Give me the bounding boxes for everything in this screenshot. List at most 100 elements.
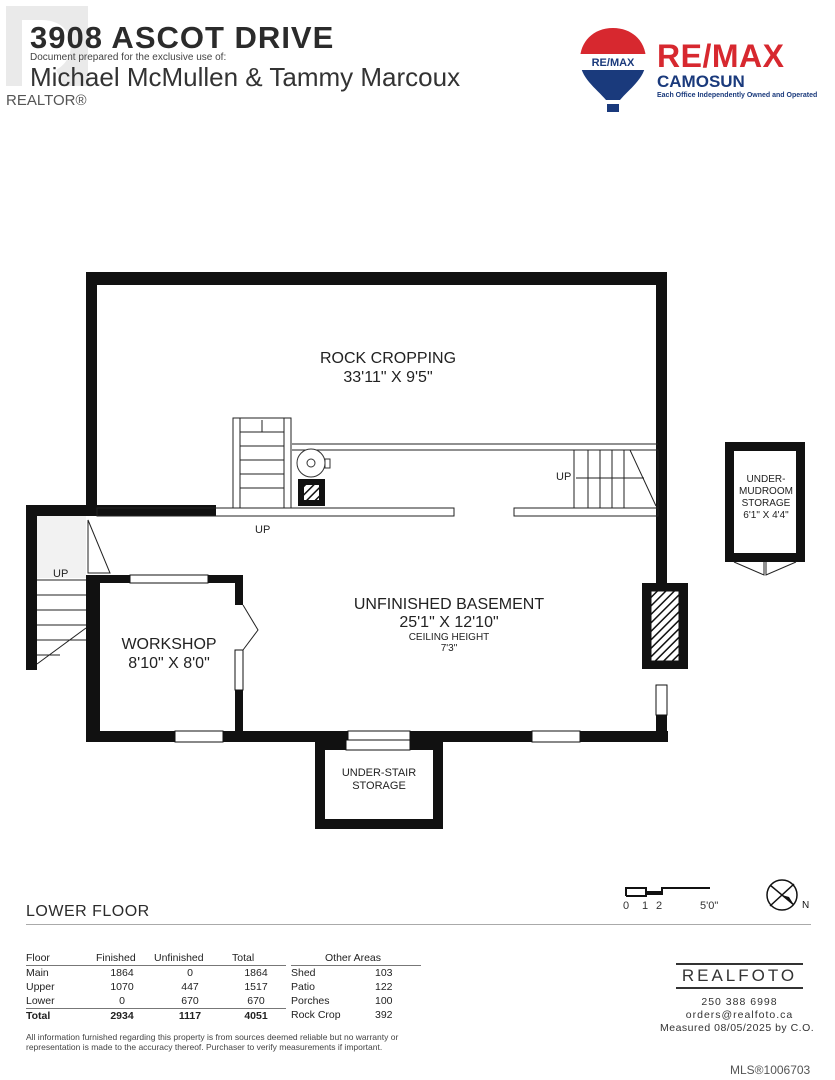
other-areas-table: Other Areas Shed 103 Patio 122 Porches 1… xyxy=(291,951,421,1022)
opening-understair xyxy=(345,739,411,751)
disclaimer: All information furnished regarding this… xyxy=(26,1032,399,1052)
room-mudroom-dims: 6'1" X 4'4" xyxy=(743,510,789,521)
window-workshop-top xyxy=(129,574,209,584)
scale-tick: 0 xyxy=(623,900,630,912)
floor-label: LOWER FLOOR xyxy=(26,903,150,920)
mls-number: MLS®1006703 xyxy=(730,1063,811,1077)
property-address: 3908 ASCOT DRIVE xyxy=(30,20,335,55)
window-bottom-right xyxy=(531,730,581,743)
mudroom-right xyxy=(796,442,805,562)
remax-office: CAMOSUN xyxy=(657,72,745,91)
cell: 0 xyxy=(187,967,193,979)
stair-right xyxy=(573,449,659,509)
realfoto-email: orders@realfoto.ca xyxy=(685,1009,794,1021)
cell: Lower xyxy=(26,995,55,1007)
table-total-row: Total 2934 1117 4051 xyxy=(26,1008,286,1023)
realfoto-measured: Measured 08/05/2025 by C.O. xyxy=(660,1022,815,1034)
understair-left xyxy=(315,740,325,829)
cell: 4051 xyxy=(232,1008,286,1023)
mudroom-bottom xyxy=(725,553,805,562)
col-unfinished: Unfinished xyxy=(154,951,232,966)
room-mudroom-line3: STORAGE xyxy=(741,498,791,509)
table-row: Porches 100 xyxy=(291,994,421,1008)
stair-up-label: UP xyxy=(53,568,69,580)
remax-brand: RE/MAX xyxy=(657,38,785,74)
col-total: Total xyxy=(232,951,286,966)
stair-left xyxy=(232,417,292,509)
understair-bottom xyxy=(315,819,443,829)
room-workshop: WORKSHOP 8'10" X 8'0" xyxy=(121,635,216,673)
scale-bar xyxy=(625,887,710,897)
stair-up-label: UP xyxy=(556,471,572,483)
stair-up-label: UP xyxy=(255,524,271,536)
cell: 392 xyxy=(375,1009,393,1021)
table-row: Upper 1070 447 1517 xyxy=(26,980,286,994)
room-rock-cropping: ROCK CROPPING 33'11" X 9'5" xyxy=(320,349,456,387)
cell: 2934 xyxy=(96,1008,154,1023)
client-names: Michael McMullen & Tammy Marcoux xyxy=(30,62,461,92)
wall-left-upper xyxy=(86,272,97,516)
mudroom-top xyxy=(725,442,805,451)
remax-balloon-icon: RE/MAX xyxy=(580,28,646,112)
cell: 122 xyxy=(375,981,393,993)
wall-left-lower xyxy=(86,575,100,742)
cell: Rock Crop xyxy=(291,1009,341,1021)
cell: Porches xyxy=(291,995,330,1007)
area-totals-table: Floor Finished Unfinished Total Main 186… xyxy=(26,951,286,1023)
cell: Patio xyxy=(291,981,315,993)
cell: 1864 xyxy=(110,967,134,979)
cell: 447 xyxy=(181,981,199,993)
window-right xyxy=(655,684,668,716)
cell: 1864 xyxy=(244,967,268,979)
cell: 100 xyxy=(375,995,393,1007)
room-basement-dims: 25'1" X 12'10" xyxy=(399,614,499,631)
room-workshop-dims: 8'10" X 8'0" xyxy=(128,655,210,672)
room-under-stair: UNDER-STAIR STORAGE xyxy=(342,767,416,793)
room-understair-line2: STORAGE xyxy=(352,780,406,792)
col-finished: Finished xyxy=(96,951,154,966)
prepared-for-note: Document prepared for the exclusive use … xyxy=(30,52,227,63)
cell: 1070 xyxy=(110,981,134,993)
understair-right xyxy=(433,740,443,829)
col-other-areas: Other Areas xyxy=(291,951,421,966)
chimney-fill xyxy=(650,590,680,662)
cell: Main xyxy=(26,967,49,979)
compass-icon: N xyxy=(766,879,809,911)
cell: Shed xyxy=(291,967,316,979)
workshop-wall-right-top xyxy=(235,575,243,605)
room-rock-cropping-dims: 33'11" X 9'5" xyxy=(343,369,433,386)
window-workshop-bottom xyxy=(174,730,224,743)
table-row: Rock Crop 392 xyxy=(291,1008,421,1022)
room-workshop-name: WORKSHOP xyxy=(121,636,217,653)
table-row: Shed 103 xyxy=(291,966,421,981)
table-row: Patio 122 xyxy=(291,980,421,994)
mudroom-left xyxy=(725,442,734,562)
porch-landing xyxy=(37,516,86,578)
scale-tick: 2 xyxy=(656,900,663,912)
wall-top xyxy=(86,272,667,285)
room-under-mudroom: UNDER- MUDROOM STORAGE 6'1" X 4'4" xyxy=(739,474,793,522)
room-mudroom-line1: UNDER- xyxy=(746,474,786,485)
realfoto-phone: 250 388 6998 xyxy=(701,996,778,1008)
scale-tick: 5'0" xyxy=(700,900,719,912)
cell: 0 xyxy=(119,995,125,1007)
room-understair-line1: UNDER-STAIR xyxy=(341,767,417,779)
wall-porch-top xyxy=(26,505,96,516)
room-unfinished-basement: UNFINISHED BASEMENT 25'1" X 12'10" CEILI… xyxy=(354,596,544,654)
window-workshop-right xyxy=(234,649,244,691)
scale-tick: 1 xyxy=(642,900,649,912)
table-row: Lower 0 670 670 xyxy=(26,994,286,1009)
water-heater xyxy=(296,448,326,478)
cell: 1117 xyxy=(154,1008,232,1023)
balloon-text: RE/MAX xyxy=(592,57,635,69)
ceiling-height-value: 7'3" xyxy=(440,643,458,654)
room-rock-cropping-name: ROCK CROPPING xyxy=(319,350,457,367)
table-row: Main 1864 0 1864 xyxy=(26,966,286,981)
table-header-row: Floor Finished Unfinished Total xyxy=(26,951,286,966)
north-label: N xyxy=(802,900,809,911)
realfoto-logo: REALFOTO xyxy=(676,963,803,989)
cell: 670 xyxy=(181,995,199,1007)
remax-note: Each Office Independently Owned and Oper… xyxy=(657,92,818,99)
room-mudroom-line2: MUDROOM xyxy=(739,486,793,497)
